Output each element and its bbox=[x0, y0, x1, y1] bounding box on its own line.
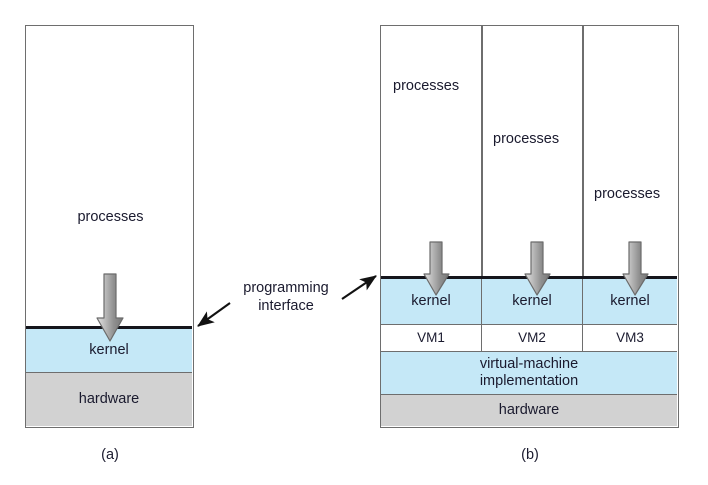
panel-b-vm-implementation-line-1: virtual-machine bbox=[479, 355, 579, 372]
panel-a-processes-label: processes bbox=[77, 209, 144, 225]
panel-b-kernel-label-3: kernel bbox=[610, 292, 650, 309]
panel-b-vmimpl-hardware-divider bbox=[381, 394, 677, 395]
panel-b-column-divider-2 bbox=[582, 26, 584, 351]
panel-b-vm-cell-2: VM2 bbox=[482, 324, 582, 351]
callout-line-1: programming bbox=[243, 280, 329, 296]
panel-b-kernel-label-2: kernel bbox=[512, 292, 552, 309]
panel-b-vm-label-1: VM1 bbox=[417, 329, 445, 345]
panel-b-kernel-band-1: kernel bbox=[381, 278, 481, 324]
panel-b-kernel-label-1: kernel bbox=[411, 292, 451, 309]
panel-b-processes-label-2: processes bbox=[493, 131, 560, 147]
panel-b-vm-cell-1: VM1 bbox=[381, 324, 481, 351]
panel-b-vm-implementation-line-2: implementation bbox=[479, 372, 579, 389]
panel-a-interface-line bbox=[26, 326, 192, 329]
panel-b-hardware-label: hardware bbox=[498, 401, 560, 418]
panel-b-vm-label-3: VM3 bbox=[616, 329, 644, 345]
panel-b-vm-cell-3: VM3 bbox=[583, 324, 677, 351]
panel-a-kernel-label: kernel bbox=[89, 341, 129, 358]
panel-b-kernel-vm-divider bbox=[381, 324, 677, 325]
panel-b-hardware-band: hardware bbox=[381, 394, 677, 426]
panel-b-vm-impl-top-divider bbox=[381, 351, 677, 352]
panel-b-box: processes processes processes kernel ker… bbox=[380, 25, 679, 428]
panel-b-kernel-band-3: kernel bbox=[583, 278, 677, 324]
panel-a-hardware-band: hardware bbox=[26, 372, 192, 426]
panel-a-kernel-hardware-divider bbox=[26, 372, 192, 373]
panel-b-processes-label-3: processes bbox=[594, 186, 661, 202]
callout-line-2: interface bbox=[258, 298, 314, 315]
panel-b-caption: (b) bbox=[521, 447, 539, 463]
panel-a-hardware-label: hardware bbox=[78, 390, 140, 407]
panel-b-interface-line bbox=[381, 276, 677, 279]
panel-a-box: processes kernel hardware bbox=[25, 25, 194, 428]
panel-b-kernel-band-2: kernel bbox=[482, 278, 582, 324]
panel-b-column-divider-1 bbox=[481, 26, 483, 351]
panel-b-processes-label-1: processes bbox=[393, 78, 460, 94]
panel-b-vm-implementation-band: virtual-machine implementation bbox=[381, 351, 677, 394]
panel-a-caption: (a) bbox=[101, 447, 119, 463]
panel-b-vm-label-2: VM2 bbox=[518, 329, 546, 345]
panel-a-kernel-band: kernel bbox=[26, 328, 192, 372]
programming-interface-callout: programming interface bbox=[218, 279, 354, 315]
